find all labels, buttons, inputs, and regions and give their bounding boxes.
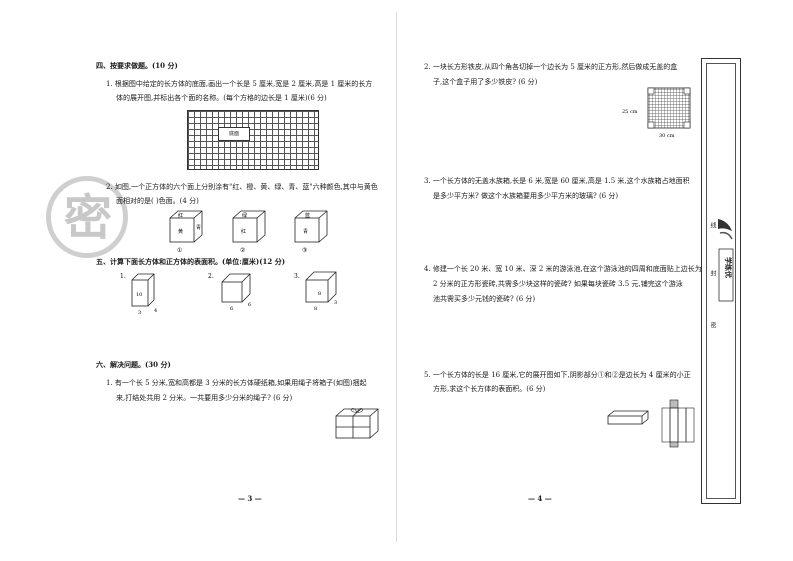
cube-3-top: 蓝 — [305, 212, 310, 219]
section-6-title: 六、解决问题。(30 分) — [96, 360, 171, 369]
q6-5-line1: 5. 一个长方体的长是 16 厘米,它的展开图如下,阴影部分①和②是边长为 4 … — [424, 371, 691, 379]
solid-1: 1. 10 4 3 — [120, 273, 157, 316]
q6-4-line1: 4. 修建一个长 20 米、宽 10 米、深 2 米的游泳池,在这个游泳池的四周… — [424, 265, 702, 273]
solid-3-c: 3 — [334, 300, 337, 306]
color-cubes-figure: 红 黄 青 ① 绿 红 ② 蓝 青 ③ — [169, 210, 328, 254]
binding-strip — [701, 58, 741, 504]
solid-3: 3. 8 8 3 — [294, 271, 337, 312]
q6-1-line2: 来,打结处共用 2 分米。一共要用多少分米的绳子? (6 分) — [116, 394, 293, 402]
q6-3-line1: 3. 一个长方体的无盖水族箱,长是 6 米,宽是 60 厘米,高是 1.5 米,… — [424, 177, 690, 185]
solid-2-b: 6 — [230, 306, 233, 312]
cube-1-num: ① — [177, 247, 182, 254]
binding-mark-seal: 封 — [709, 270, 716, 276]
brand-logo-caption: 学练优 — [724, 257, 733, 278]
q4-1-line2: 体的展开图,并标出各个面的名称。(每个方格的边长是 1 厘米)(6 分) — [116, 94, 327, 102]
solid-3-b: 8 — [314, 306, 317, 312]
q6-3-line2: 是多少平方米? 做这个水族箱要用多少平方米的玻璃? (6 分) — [433, 192, 619, 200]
cube-1-side: 青 — [196, 224, 201, 231]
binding-mark-line: 线 — [709, 222, 716, 228]
cube-2-num: ② — [240, 247, 245, 254]
cube-1-front: 黄 — [178, 228, 183, 235]
solid-1-b: 4 — [154, 308, 157, 314]
solid-3-num: 3. — [294, 273, 300, 280]
solids-figure: 1. 10 4 3 2. 6 6 3. 8 8 3 — [120, 271, 337, 316]
q6-5-line2: 方形,求这个长方体的表面积。(6 分) — [433, 385, 546, 393]
solid-1-c: 3 — [138, 310, 141, 316]
base-face-label: 底面 — [218, 127, 250, 141]
cube-3: 蓝 青 ③ — [294, 210, 328, 254]
q6-1-line1: 1. 有一个长 5 分米,宽和高都是 3 分米的长方体硬纸箱,如果用绳子将箱子(… — [106, 379, 367, 387]
cube-2-front: 红 — [241, 228, 246, 235]
q6-4-line3: 池共需买多少元钱的瓷砖? (6 分) — [433, 295, 536, 303]
section-4-title: 四、按要求做题。(10 分) — [96, 61, 178, 70]
brand-logo: 学练优 — [718, 219, 734, 302]
tied-box-figure — [335, 408, 379, 439]
secret-stamp — [46, 176, 128, 258]
cube-1-top: 红 — [178, 212, 183, 219]
page-divider — [396, 12, 397, 542]
q6-2-line2: 子,这个盒子用了多少铁皮? (6 分) — [433, 78, 538, 86]
secret-stamp-char: 密 — [63, 190, 112, 246]
page-number-left: — 3 — — [238, 494, 262, 503]
section-5-title: 五、计算下面长方体和正方体的表面积。(单位:厘米)(12 分) — [96, 257, 286, 266]
cube-2-top: 绿 — [242, 212, 247, 219]
cube-1: 红 黄 青 ① — [169, 210, 203, 254]
iron-sheet-figure: 25 cm 30 cm — [622, 87, 691, 139]
square-grid — [187, 110, 319, 170]
q4-2-line1: 2. 如图,一个正方体的六个面上分别涂有"红、橙、黄、绿、青、蓝"六种颜色,其中… — [106, 183, 378, 191]
cube-2: 绿 红 ② — [232, 210, 266, 254]
q4-2-line2: 面相对的是( )色面。(4 分) — [116, 197, 199, 205]
cube-3-front: 青 — [303, 228, 308, 235]
binding-strip-inner — [706, 63, 736, 499]
solid-1-num: 1. — [120, 273, 126, 280]
solid-2-num: 2. — [208, 273, 214, 280]
sheet-height-label: 25 cm — [622, 109, 638, 115]
q4-1-line1: 1. 根据图中给定的长方体的底面,画出一个长是 5 厘米,宽是 2 厘米,高是 … — [106, 80, 373, 88]
solid-2: 2. 6 6 — [208, 273, 251, 312]
solid-2-c: 6 — [248, 302, 251, 308]
solid-3-a: 8 — [318, 291, 321, 297]
page-number-right: — 4 — — [528, 494, 552, 503]
q6-2-line1: 2. 一块长方形铁皮,从四个角各切掉一个边长为 5 厘米的正方形,然后做成无盖的… — [424, 63, 678, 71]
q6-4-line2: 2 分米的正方形瓷砖,共需多少块这样的瓷砖? 如果每块瓷砖 3.5 元,铺完这个… — [433, 280, 683, 288]
sheet-width-label: 30 cm — [659, 133, 675, 139]
solid-1-a: 10 — [136, 292, 142, 298]
cube-3-num: ③ — [302, 247, 307, 254]
binding-mark-secret: 密 — [709, 322, 716, 328]
cuboid-net-figure — [607, 399, 695, 448]
